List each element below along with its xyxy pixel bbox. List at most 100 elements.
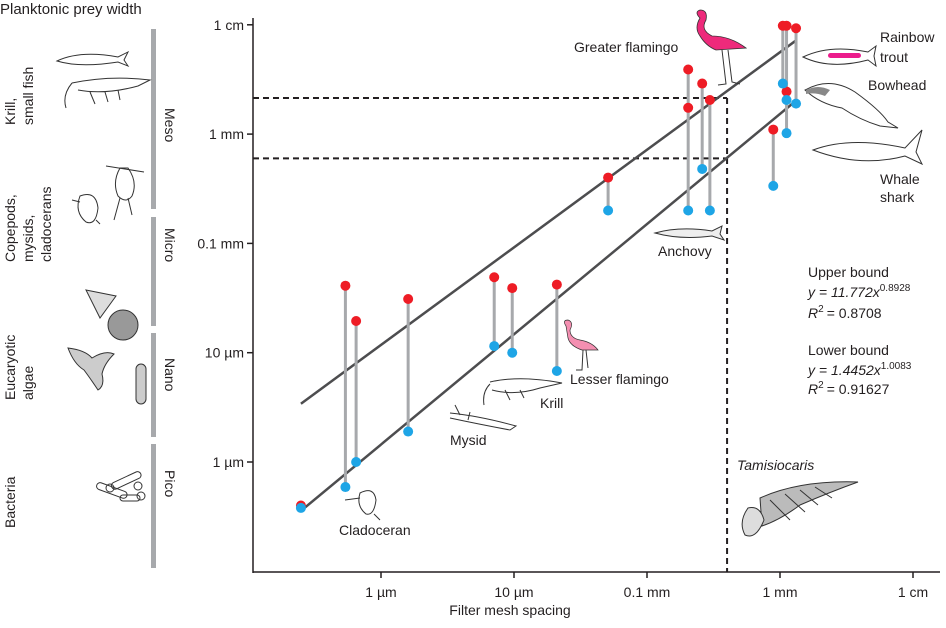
y-axis-title: Planktonic prey width [0, 1, 142, 18]
krill-icon-chart [483, 378, 563, 406]
x-axis-title: Filter mesh spacing [449, 602, 570, 618]
label-anchovy: Anchovy [658, 243, 712, 259]
lower-prey-point [697, 163, 708, 174]
lower-prey-point [791, 98, 802, 109]
krill-icon [64, 77, 152, 109]
upper-bound-equation: y = 11.772x0.8928 [807, 283, 911, 300]
size-class-pico: Pico [162, 470, 178, 497]
lower-bound-equation: y = 1.4452x1.0083 [807, 361, 912, 378]
prey-group-labels: Krill, small fish Copepods, mysids, clad… [2, 67, 54, 528]
lesser-flamingo-icon [564, 319, 599, 351]
y-ticks: 1 cm 1 mm 0.1 mm 10 µm 1 µm [197, 17, 253, 470]
trout-stripe [828, 53, 861, 58]
nano-bar [151, 333, 156, 437]
x-tick-label: 1 mm [763, 584, 798, 600]
label-mysid: Mysid [450, 432, 487, 448]
bowhead-icon [804, 83, 899, 129]
y-tick-label: 1 cm [214, 17, 244, 33]
lower-prey-point [781, 128, 792, 139]
y-tick-label: 10 µm [205, 345, 244, 361]
upper-prey-point [697, 78, 708, 89]
prey-group-copepods-l3: cladocerans [38, 187, 54, 263]
lower-prey-point [351, 457, 362, 467]
upper-prey-point [781, 20, 792, 31]
anchovy-icon [653, 225, 726, 241]
label-trout: trout [880, 49, 908, 65]
x-tick-label: 1 µm [365, 584, 396, 600]
lower-prey-point [777, 78, 788, 89]
label-cladoceran: Cladoceran [339, 522, 411, 538]
upper-prey-point [768, 124, 779, 135]
x-ticks: 1 µm 10 µm 0.1 mm 1 mm 1 cm [365, 572, 928, 600]
upper-bound-fit-line [300, 39, 797, 405]
upper-prey-point [507, 283, 518, 294]
lower-prey-point [489, 341, 500, 352]
whale-shark-icon [811, 129, 924, 166]
lower-prey-point [507, 347, 518, 358]
upper-prey-point [683, 64, 694, 75]
cladoceran-icon [344, 490, 381, 521]
algae-rod-icon [135, 363, 147, 405]
prey-group-krill-l1: Krill, [2, 98, 18, 125]
prey-group-copepods-l2: mysids, [20, 215, 36, 262]
label-shark: shark [880, 189, 915, 205]
label-whale: Whale [880, 171, 920, 187]
bowhead-mouth [806, 87, 830, 96]
lower-bound-r2: R2= 0.91627 [808, 380, 890, 397]
axes [252, 18, 940, 573]
lesser-flamingo-legs [576, 349, 589, 371]
label-rainbow: Rainbow [880, 29, 935, 45]
lower-prey-point [683, 205, 694, 216]
size-class-bars: Meso Micro Nano Pico [151, 29, 178, 568]
upper-prey-point [683, 102, 694, 113]
lower-prey-point [781, 95, 792, 106]
upper-bound-r2: R2= 0.8708 [808, 304, 882, 321]
micro-bar [151, 217, 156, 326]
greater-flamingo-icon [696, 9, 748, 51]
upper-prey-point [704, 95, 715, 106]
x-tick-label: 0.1 mm [624, 584, 671, 600]
y-tick-label: 0.1 mm [197, 235, 244, 251]
prey-group-krill-l2: small fish [20, 67, 36, 125]
prey-group-bacteria: Bacteria [2, 476, 18, 528]
cladoceran-prey-icon [71, 194, 101, 225]
small-fish-icon [55, 50, 130, 68]
y-tick-label: 1 µm [213, 454, 244, 470]
upper-prey-point [781, 86, 792, 97]
pico-bar [151, 444, 156, 568]
organisms: Greater flamingo Rainbow trout Bowhead W… [339, 9, 935, 538]
label-greater-flamingo: Greater flamingo [574, 39, 678, 55]
prey-ranges [295, 20, 802, 513]
mysid-icon [449, 404, 518, 431]
lower-prey-point [603, 205, 614, 216]
x-tick-label: 10 µm [494, 584, 533, 600]
lower-bound-fit-line [300, 99, 797, 512]
algae-tripod-icon [67, 347, 115, 391]
meso-bar [151, 29, 156, 209]
upper-prey-point [551, 279, 562, 290]
tamisiocaris-icon [741, 481, 859, 537]
lower-prey-point [295, 502, 306, 513]
y-tick-label: 1 mm [209, 126, 244, 142]
greater-flamingo-legs [717, 49, 741, 86]
lower-prey-point [340, 482, 351, 493]
bacteria-icon [96, 471, 146, 502]
upper-prey-point [791, 23, 802, 34]
prey-group-copepods-l1: Copepods, [2, 194, 18, 262]
upper-prey-point [603, 172, 614, 183]
diatom-triangle-icon [85, 289, 117, 319]
lower-prey-point [768, 180, 779, 191]
diatom-disc-icon [107, 309, 139, 341]
lower-prey-point [704, 205, 715, 216]
lower-prey-point [551, 366, 562, 377]
reference-lines [253, 96, 729, 572]
upper-prey-point [340, 280, 351, 291]
label-lesser-flamingo: Lesser flamingo [570, 371, 669, 387]
fit-equations: Upper bound y = 11.772x0.8928 R2= 0.8708… [807, 264, 912, 397]
prey-group-algae-l1: Eucaryotic [2, 335, 18, 400]
copepod-icon [105, 165, 145, 221]
x-tick-label: 1 cm [898, 584, 928, 600]
size-class-micro: Micro [162, 228, 178, 262]
upper-prey-point [403, 293, 414, 304]
